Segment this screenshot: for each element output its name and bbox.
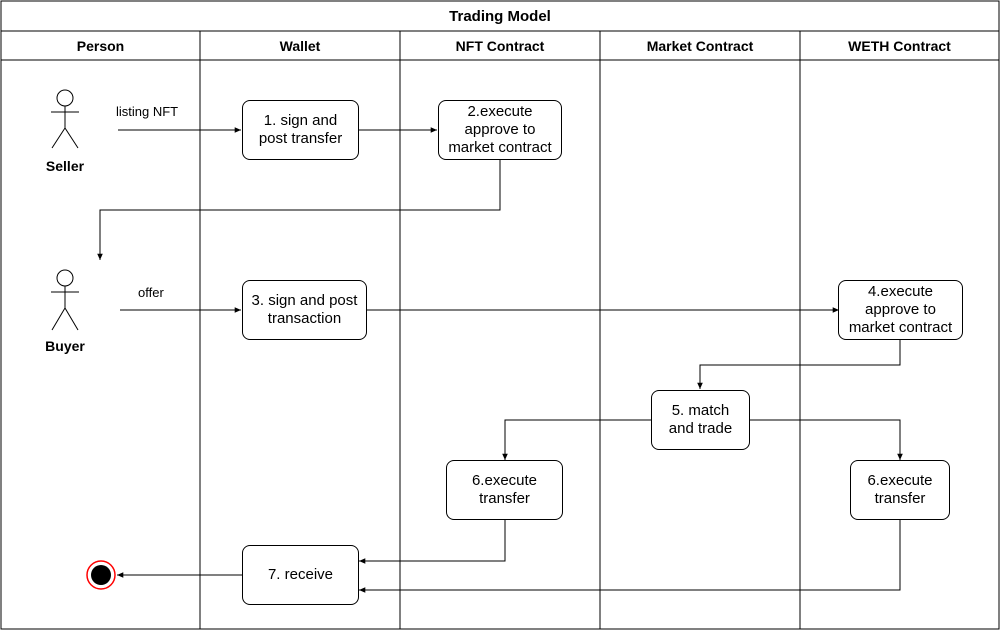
node-execute-transfer-weth: 6.execute transfer bbox=[850, 460, 950, 520]
buyer-label: Buyer bbox=[45, 338, 85, 354]
buyer-actor-icon bbox=[51, 269, 79, 331]
edge-label-offer: offer bbox=[138, 285, 164, 301]
node-execute-approve-weth: 4.execute approve to market contract bbox=[838, 280, 963, 340]
edge-label-listing: listing NFT bbox=[116, 104, 179, 120]
lane-header-weth-contract: WETH Contract bbox=[848, 38, 951, 54]
edge-nft-transfer-to-receive bbox=[359, 520, 506, 564]
node-receive: 7. receive bbox=[242, 545, 359, 605]
node-sign-post-transaction: 3. sign and post transaction bbox=[242, 280, 367, 340]
lane-header-wallet: Wallet bbox=[279, 38, 321, 54]
lane-header-nft-contract: NFT Contract bbox=[455, 38, 545, 54]
node-match-trade: 5. match and trade bbox=[651, 390, 750, 450]
diagram-title: Trading Model bbox=[449, 7, 551, 25]
edge-market-to-nft-transfer bbox=[502, 419, 651, 460]
node-execute-transfer-nft: 6.execute transfer bbox=[446, 460, 563, 520]
seller-label: Seller bbox=[45, 158, 85, 174]
lane-header-person: Person bbox=[76, 38, 125, 54]
edge-market-to-weth-transfer bbox=[749, 419, 903, 460]
node-sign-post-transfer: 1. sign and post transfer bbox=[242, 100, 359, 160]
seller-actor-icon bbox=[51, 89, 79, 149]
edge-weth-to-market bbox=[697, 340, 901, 389]
node-execute-approve-nft: 2.execute approve to market contract bbox=[438, 100, 562, 160]
edge-weth-transfer-to-receive bbox=[359, 520, 901, 593]
end-node-icon bbox=[86, 560, 116, 590]
edge-nft-to-buyer bbox=[97, 160, 501, 260]
lane-header-market-contract: Market Contract bbox=[646, 38, 754, 54]
